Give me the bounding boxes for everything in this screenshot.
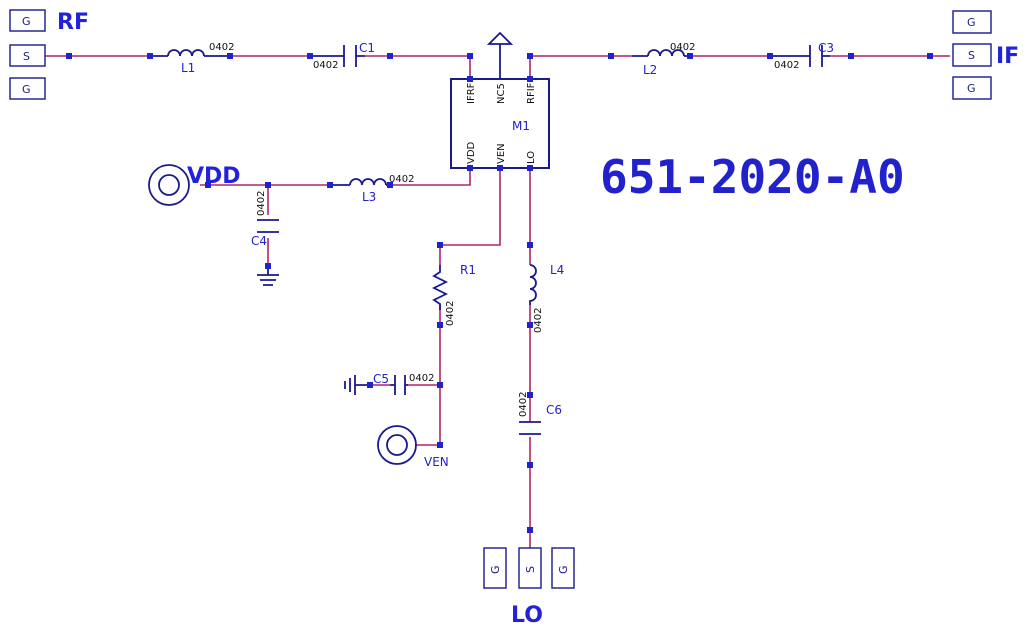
c4-ref: C4 — [251, 234, 267, 248]
capacitor-c6: C6 0402 — [518, 392, 562, 435]
inductor-coil-l1 — [167, 49, 205, 57]
if-pad-s — [952, 43, 992, 67]
inductor-l2: L2 0402 — [632, 42, 695, 77]
l4-package: 0402 — [533, 308, 544, 333]
ground-icon — [344, 375, 370, 395]
rf-port-label: RF — [57, 10, 89, 35]
inductor-coil-l3 — [349, 178, 387, 186]
ven-port-label: VEN — [424, 455, 449, 469]
if-pad-s-label: S — [968, 49, 975, 62]
c1-package: 0402 — [313, 60, 338, 71]
c1-ref: C1 — [359, 41, 375, 55]
if-pad-g-bottom-label: G — [967, 82, 976, 95]
lo-pad-g-right — [551, 547, 575, 589]
if-pad-g-bottom — [952, 76, 992, 100]
c5-package: 0402 — [409, 373, 434, 384]
l2-package: 0402 — [670, 42, 695, 53]
inductor-l1: L1 0402 — [150, 42, 234, 75]
rf-port: G S G RF — [9, 9, 89, 100]
rf-pad-g-bottom — [9, 77, 46, 100]
l2-ref: L2 — [643, 63, 657, 77]
l1-ref: L1 — [181, 61, 195, 75]
capacitor-c4: C4 0402 — [251, 191, 279, 248]
pin-label-lo: LO — [526, 151, 537, 164]
c5-ref: C5 — [373, 372, 389, 386]
rf-pad-g-top — [9, 9, 46, 32]
pin-label-rfif: RFIF — [526, 82, 537, 104]
c6-ref: C6 — [546, 403, 562, 417]
resistor-r1: R1 0402 — [431, 263, 476, 326]
if-pad-g-top-label: G — [967, 16, 976, 29]
vdd-terminal: VDD — [148, 164, 241, 206]
pin-label-ven: VEN — [496, 143, 507, 164]
inductor-l3: L3 0402 — [330, 174, 414, 204]
if-pad-g-top — [952, 10, 992, 34]
c3-ref: C3 — [818, 41, 834, 55]
chip-body — [450, 78, 550, 169]
capacitor-c3: C3 0402 — [770, 41, 834, 71]
r1-package: 0402 — [445, 301, 456, 326]
chip-ref-m1: M1 — [512, 119, 530, 133]
lo-pad-s-label: S — [524, 566, 537, 573]
lo-port-label: LO — [511, 603, 543, 628]
resistor-zigzag-r1 — [431, 265, 449, 310]
ground-icon — [257, 265, 279, 286]
junction-nodes — [66, 53, 933, 533]
lo-pad-g-right-label: G — [557, 565, 570, 574]
l3-package: 0402 — [389, 174, 414, 185]
inductor-coil-l4 — [529, 264, 537, 305]
mixer-chip-m1: IFRF NC5 RFIF VDD VEN LO M1 — [450, 76, 550, 171]
rf-pad-s — [9, 44, 46, 67]
vdd-port-label: VDD — [187, 164, 241, 189]
if-port: G S G IF — [952, 10, 1019, 100]
capacitor-c5: C5 0402 — [373, 372, 434, 395]
ven-terminal-outer-ring — [377, 425, 417, 465]
lo-port: G S G LO — [483, 547, 575, 628]
vdd-terminal-outer-ring — [148, 164, 190, 206]
lo-pad-g-left — [483, 547, 507, 589]
pin-label-nc5: NC5 — [496, 83, 507, 104]
l3-ref: L3 — [362, 190, 376, 204]
l4-ref: L4 — [550, 263, 564, 277]
part-number: 651-2020-A0 — [600, 150, 905, 204]
pin-label-vdd: VDD — [466, 141, 477, 164]
nc-arrow-symbol — [486, 31, 514, 45]
inductor-coil-l2 — [647, 49, 685, 57]
rf-pad-g-bottom-label: G — [22, 83, 31, 96]
c4-package: 0402 — [256, 191, 267, 216]
rf-pad-g-top-label: G — [22, 15, 31, 28]
capacitor-c1: C1 0402 — [310, 41, 375, 71]
inductor-l4: L4 0402 — [529, 263, 564, 333]
c6-package: 0402 — [518, 392, 529, 417]
ven-terminal-inner-ring — [386, 434, 408, 456]
r1-ref: R1 — [460, 263, 476, 277]
ven-terminal: VEN — [377, 425, 449, 469]
if-port-label: IF — [996, 44, 1019, 69]
pin-label-ifrf: IFRF — [466, 82, 477, 104]
c3-package: 0402 — [774, 60, 799, 71]
l1-package: 0402 — [209, 42, 234, 53]
rf-pad-s-label: S — [23, 50, 30, 63]
lo-pad-g-left-label: G — [489, 565, 502, 574]
vdd-terminal-inner-ring — [158, 174, 180, 196]
lo-pad-s — [518, 547, 542, 589]
